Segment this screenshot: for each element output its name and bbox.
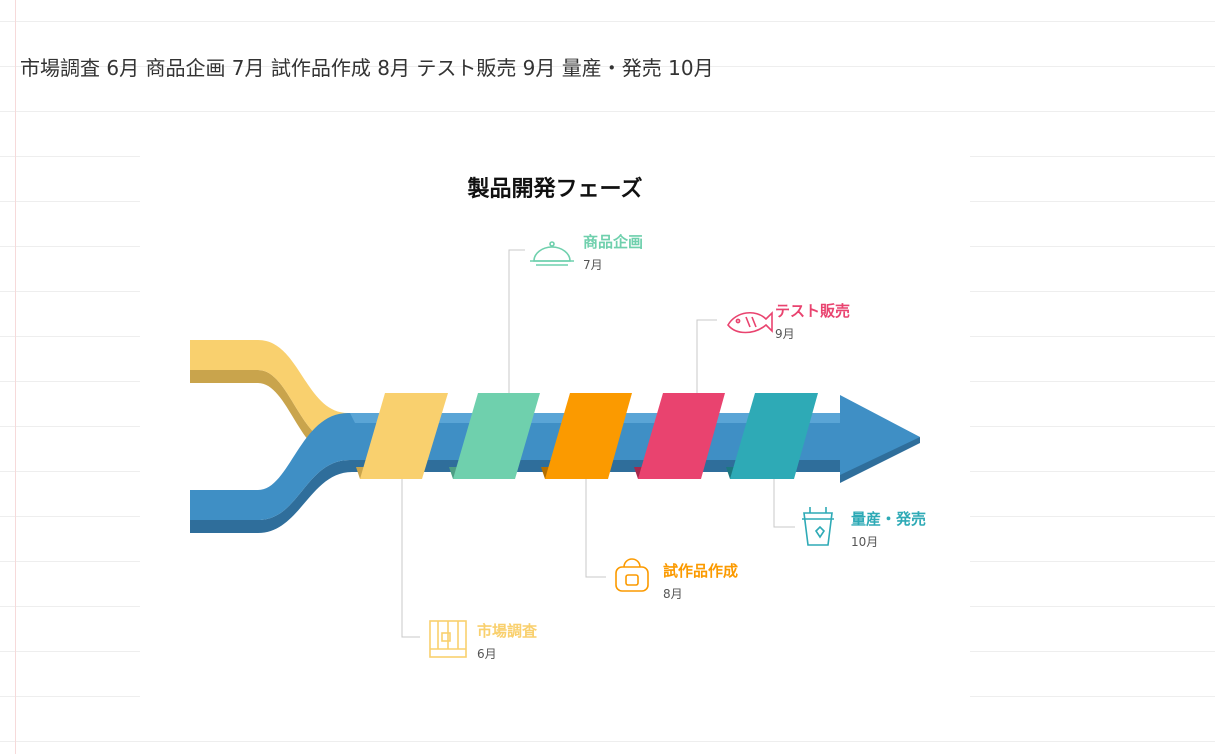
dish-icon — [530, 241, 574, 266]
phase-name: 量産・発売 — [851, 510, 927, 528]
leader-mass-production — [773, 479, 795, 528]
phase-label-test-sales: テスト販売 9月 — [775, 300, 850, 342]
drink-icon — [802, 507, 834, 546]
fish-icon — [727, 311, 773, 334]
ribbon-test-sales — [634, 393, 725, 479]
arrow-head-shadow — [840, 437, 920, 483]
leader-product-planning — [508, 249, 525, 393]
phase-month: 7月 — [583, 258, 603, 272]
leader-lines — [401, 249, 795, 638]
yellow-input-band — [190, 340, 350, 445]
phase-label-mass-production: 量産・発売 10月 — [851, 508, 926, 550]
ribbon-market-research — [356, 393, 448, 479]
phase-label-product-planning: 商品企画 7月 — [583, 231, 643, 273]
header-text: 市場調査 6月 商品企画 7月 試作品作成 8月 テスト販売 9月 量産・発売 … — [20, 56, 714, 80]
arrow-diagram — [190, 241, 920, 658]
phase-month: 9月 — [775, 327, 795, 341]
warehouse-icon — [429, 620, 467, 658]
leader-test-sales — [696, 319, 717, 393]
phase-name: 試作品作成 — [663, 562, 739, 580]
arrow-head — [840, 395, 920, 475]
ribbon-mass-production — [726, 393, 818, 479]
bag-icon — [615, 558, 649, 592]
ribbon-prototype — [541, 393, 632, 479]
leader-prototype — [585, 479, 606, 578]
phase-month: 8月 — [663, 587, 683, 601]
phase-month: 6月 — [477, 647, 497, 661]
phase-name: 商品企画 — [583, 233, 644, 251]
phase-label-prototype: 試作品作成 8月 — [663, 560, 738, 602]
diagram-title: 製品開発フェーズ — [467, 177, 643, 202]
diagram-canvas: 製品開発フェーズ — [140, 155, 970, 715]
phase-month: 10月 — [851, 535, 879, 549]
leader-market-research — [401, 479, 420, 638]
ribbon-product-planning — [449, 393, 540, 479]
phase-name: テスト販売 — [775, 302, 851, 320]
phase-name: 市場調査 — [477, 622, 538, 640]
phase-label-market-research: 市場調査 6月 — [477, 620, 537, 662]
